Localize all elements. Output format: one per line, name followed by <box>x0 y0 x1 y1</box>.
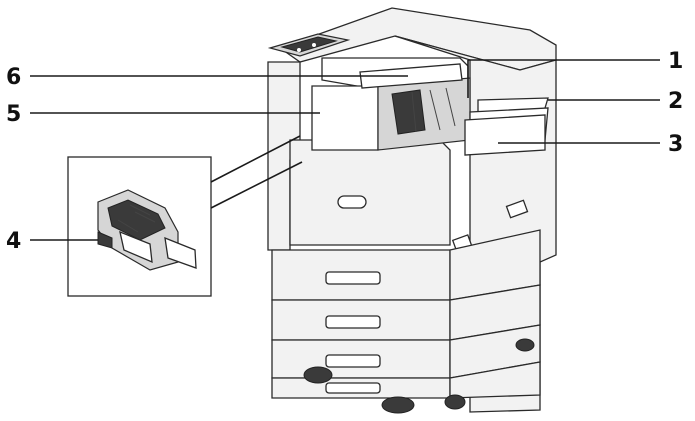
office-finisher <box>311 57 549 156</box>
tray-4-handle[interactable] <box>325 382 381 394</box>
finisher-top-cover[interactable] <box>359 63 463 89</box>
side-handle-upper[interactable] <box>505 199 529 219</box>
callout-3: 3 <box>668 132 683 157</box>
callout-5: 5 <box>6 102 21 127</box>
callout-4: 4 <box>6 229 21 254</box>
tray-1-handle[interactable] <box>325 271 381 285</box>
paper-trays <box>271 229 541 414</box>
tray-2-handle[interactable] <box>325 315 381 329</box>
caster-wheel <box>381 396 415 414</box>
callout-2: 2 <box>668 89 683 114</box>
finisher-front-cover[interactable] <box>311 85 379 151</box>
staple-cartridge[interactable] <box>97 189 197 271</box>
tray-3-handle[interactable] <box>325 354 381 368</box>
finisher-transport-unit[interactable] <box>464 114 546 156</box>
callout-leaders <box>30 59 660 241</box>
front-door-handle[interactable] <box>337 195 367 209</box>
callout-6: 6 <box>6 65 21 90</box>
staple-cartridge-inset <box>67 135 303 297</box>
control-panel[interactable] <box>267 33 351 57</box>
callout-1: 1 <box>668 49 683 74</box>
caster-wheel <box>303 366 333 384</box>
caster-wheel <box>444 394 466 410</box>
caster-wheel <box>515 338 535 352</box>
